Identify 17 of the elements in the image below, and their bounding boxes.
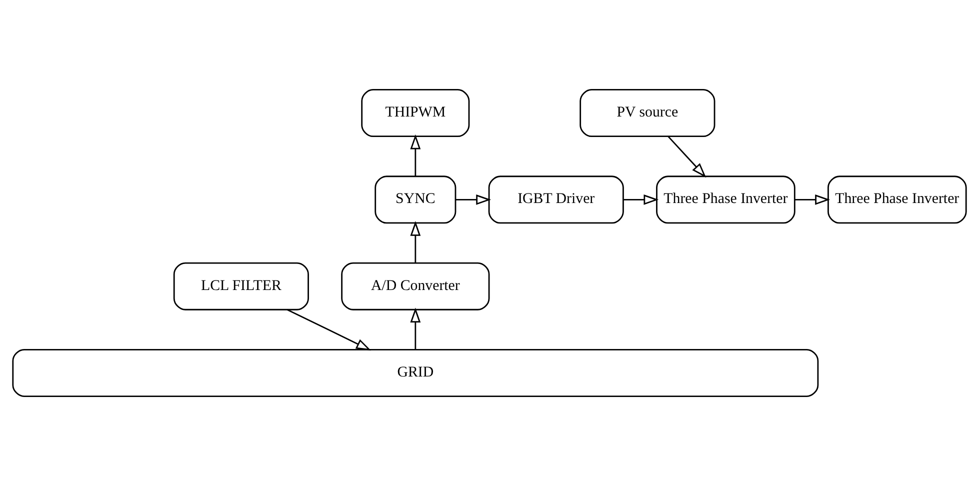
arrow — [623, 194, 659, 204]
node-box: THIPWM — [361, 88, 470, 137]
arrow — [456, 194, 492, 204]
node-box: IGBT Driver — [488, 175, 624, 224]
arrow — [410, 134, 421, 176]
node-box: Three Phase Inverter — [656, 175, 796, 224]
arrow — [794, 194, 830, 204]
node-box: Three Phase Inverter — [828, 175, 967, 224]
arrow — [287, 308, 372, 350]
arrow — [410, 220, 421, 262]
node-box: SYNC — [374, 175, 456, 224]
node-box: GRID — [12, 348, 819, 396]
node-box: LCL FILTER — [173, 262, 309, 310]
arrow — [668, 135, 706, 178]
node-box: PV source — [580, 88, 716, 137]
arrow — [410, 307, 421, 349]
node-box: A/D Converter — [341, 262, 490, 310]
